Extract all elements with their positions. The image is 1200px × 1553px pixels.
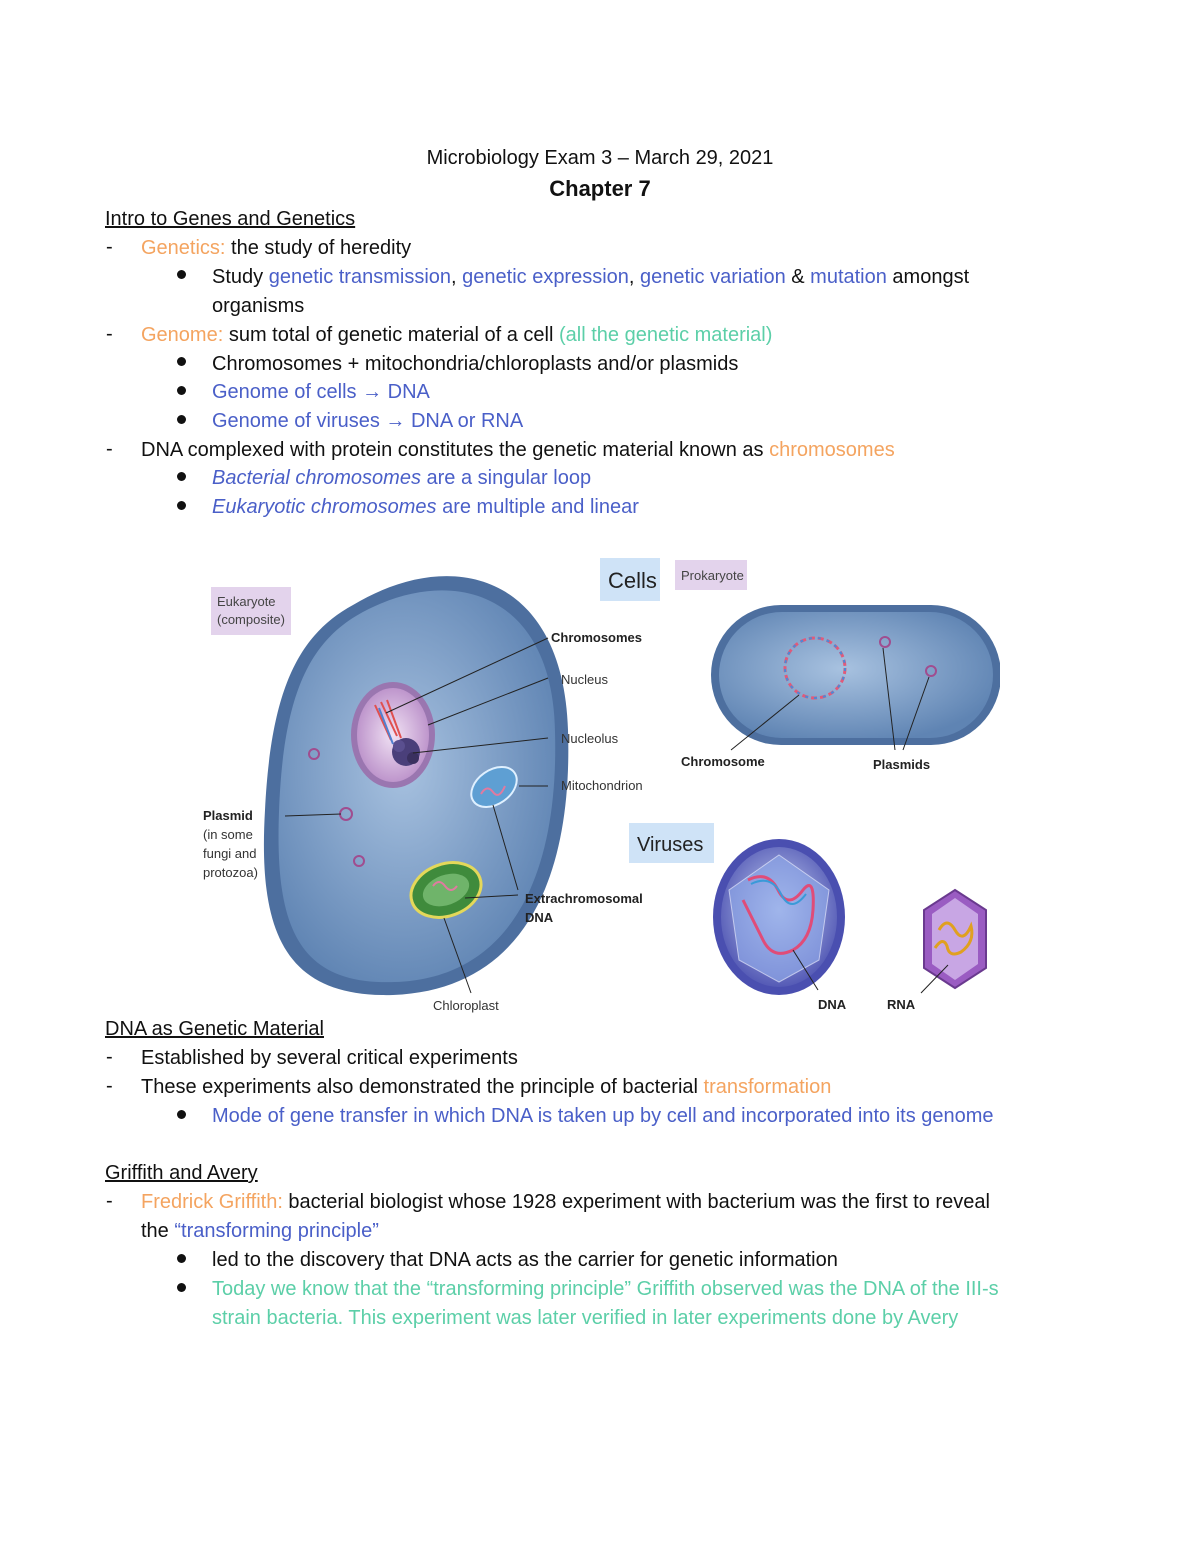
viruses-title-box — [629, 823, 714, 863]
chromosome-label: Chromosome — [681, 754, 765, 769]
section-heading-griffith: Griffith and Avery — [105, 1162, 258, 1184]
dash-bullet: - — [106, 1075, 113, 1097]
prokaryote-cell — [711, 605, 1000, 745]
dash-bullet: - — [106, 438, 113, 460]
discovery-bullet: led to the discovery that DNA acts as th… — [212, 1249, 838, 1271]
bullet-dot — [177, 1110, 186, 1119]
prokaryote-label: Prokaryote — [681, 568, 744, 583]
genome-definition: Genome: sum total of genetic material of… — [141, 324, 773, 346]
plasmid-label: Plasmid — [203, 808, 253, 823]
dash-bullet: - — [106, 323, 113, 345]
cells-title-box — [600, 558, 660, 601]
eukaryotic-chromosomes-bullet: Eukaryotic chromosomes are multiple and … — [212, 496, 639, 518]
rna-virus — [923, 888, 987, 990]
plasmids-label: Plasmids — [873, 757, 930, 772]
rna-label: RNA — [887, 997, 916, 1012]
today-bullet: Today we know that the “transforming pri… — [212, 1278, 999, 1300]
virus-leaders — [792, 949, 949, 994]
prokaryote-label-box — [675, 560, 747, 590]
section-heading-dna: DNA as Genetic Material — [105, 1018, 324, 1040]
dash-bullet: - — [106, 1190, 113, 1212]
study-line-2: organisms — [212, 295, 305, 317]
extrachromosomal-label: Extrachromosomal — [525, 891, 643, 906]
nucleolus-label: Nucleolus — [561, 731, 619, 746]
section-heading-intro: Intro to Genes and Genetics — [105, 208, 356, 230]
leader-lines — [284, 637, 549, 994]
bullet-dot — [177, 415, 186, 424]
chromosomes-bullet: Chromosomes + mitochondria/chloroplasts … — [212, 353, 739, 375]
page-title: Microbiology Exam 3 – March 29, 2021 — [426, 147, 774, 169]
genome-figure: Eukaryote (composite) Chromosomes Nucleu… — [203, 558, 1000, 1013]
bacterial-chromosomes-bullet: Bacterial chromosomes are a singular loo… — [212, 467, 592, 489]
gene-transfer-bullet: Mode of gene transfer in which DNA is ta… — [212, 1105, 994, 1127]
bullet-dot — [177, 386, 186, 395]
cells-title: Cells — [608, 568, 657, 593]
plasmid-note-3: protozoa) — [203, 865, 258, 880]
eukaryote-label-box — [211, 587, 291, 635]
extrachromosomal-dna-label: DNA — [525, 910, 554, 925]
chloroplast-label: Chloroplast — [433, 998, 499, 1013]
bullet-dot — [177, 270, 186, 279]
experiments-line: Established by several critical experime… — [141, 1047, 518, 1069]
chloroplast — [409, 861, 483, 919]
today-bullet-2: strain bacteria. This experiment was lat… — [212, 1307, 959, 1329]
bullet-dot — [177, 1254, 186, 1263]
dna-label: DNA — [818, 997, 847, 1012]
dash-bullet: - — [106, 1046, 113, 1068]
nucleus-label: Nucleus — [561, 672, 608, 687]
dash-bullet: - — [106, 236, 113, 258]
griffith-line: Fredrick Griffith: bacterial biologist w… — [141, 1191, 990, 1213]
study-line: Study genetic transmission, genetic expr… — [212, 266, 970, 288]
genome-viruses-bullet: Genome of viruses → DNA or RNA — [212, 410, 524, 432]
bullet-dot — [177, 1283, 186, 1292]
genetics-definition: Genetics: the study of heredity — [141, 237, 412, 259]
eukaryote-sublabel: (composite) — [217, 612, 285, 627]
nucleus — [351, 682, 435, 788]
bullet-dot — [177, 472, 186, 481]
mitochondrion-label: Mitochondrion — [561, 778, 643, 793]
plasmid-note-2: fungi and — [203, 846, 257, 861]
genome-cells-bullet: Genome of cells → DNA — [212, 381, 430, 403]
eukaryote-cell — [263, 576, 569, 996]
bullet-dot — [177, 501, 186, 510]
chromosomes-label: Chromosomes — [551, 630, 642, 645]
dna-virus — [713, 839, 845, 995]
viruses-title: Viruses — [637, 834, 703, 856]
chapter-title: Chapter 7 — [549, 176, 651, 201]
eukaryote-label: Eukaryote — [217, 594, 276, 609]
dna-complex-line: DNA complexed with protein constitutes t… — [141, 439, 895, 461]
griffith-line-2: the “transforming principle” — [141, 1220, 379, 1242]
bullet-dot — [177, 357, 186, 366]
prokaryote-leaders — [730, 647, 930, 751]
mitochondrion — [470, 766, 518, 808]
plasmid-note-1: (in some — [203, 827, 253, 842]
transformation-line: These experiments also demonstrated the … — [141, 1076, 832, 1098]
